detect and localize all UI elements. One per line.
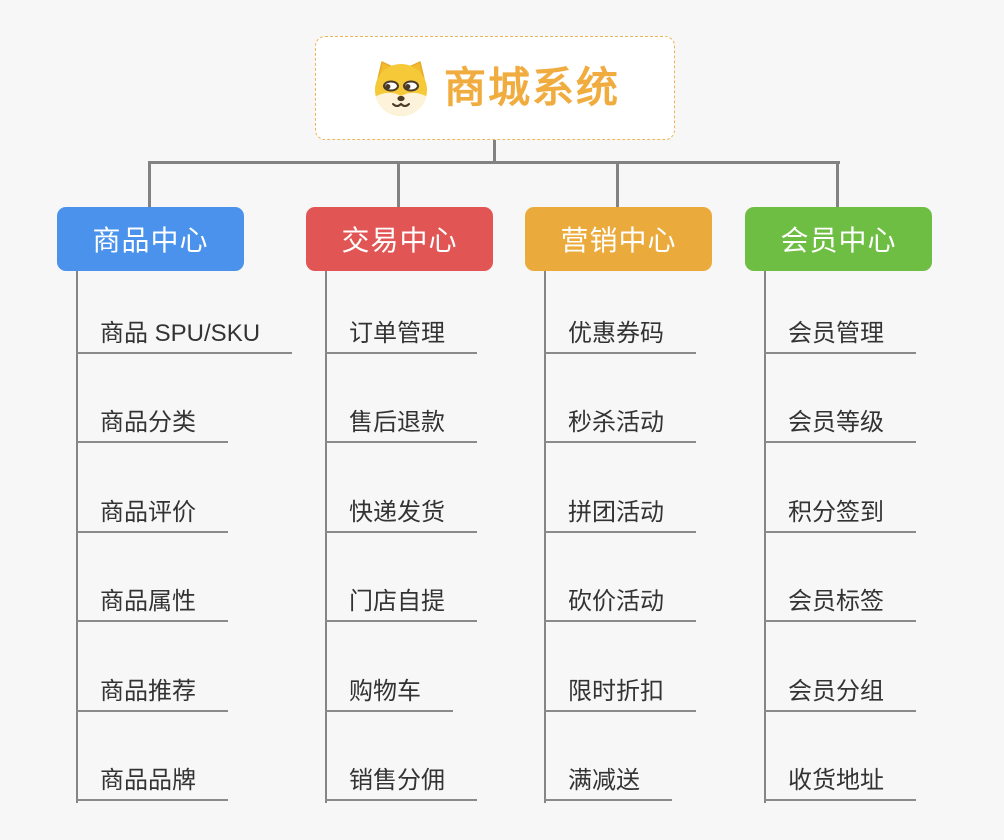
leaf-node[interactable]: 商品分类 bbox=[76, 399, 228, 443]
leaf-node[interactable]: 购物车 bbox=[325, 668, 453, 712]
leaf-node[interactable]: 限时折扣 bbox=[544, 668, 696, 712]
connector-root-drop bbox=[493, 140, 496, 164]
branch-node-transaction-center[interactable]: 交易中心 bbox=[306, 207, 493, 271]
leaf-node[interactable]: 优惠券码 bbox=[544, 310, 696, 354]
leaf-node[interactable]: 会员等级 bbox=[764, 399, 916, 443]
branch-label: 商品中心 bbox=[92, 225, 209, 256]
connector-spine-marketing-center bbox=[544, 271, 546, 803]
leaf-node[interactable]: 商品 SPU/SKU bbox=[76, 310, 293, 354]
connector-spine-member-center bbox=[764, 271, 766, 803]
leaf-label: 商品分类 bbox=[100, 409, 196, 436]
branch-column-marketing-center: 营销中心优惠券码秒杀活动拼团活动砍价活动限时折扣满减送 bbox=[525, 207, 770, 840]
leaf-label: 限时折扣 bbox=[568, 678, 664, 705]
leaf-node[interactable]: 会员分组 bbox=[764, 668, 916, 712]
connector-spine-product-center bbox=[76, 271, 78, 803]
leaf-label: 快递发货 bbox=[349, 499, 445, 526]
leaf-label: 优惠券码 bbox=[568, 320, 664, 347]
root-title: 商城系统 bbox=[443, 64, 620, 111]
leaf-label: 积分签到 bbox=[788, 499, 884, 526]
connector-drop-marketing-center bbox=[616, 161, 619, 207]
leaf-node[interactable]: 会员标签 bbox=[764, 578, 916, 622]
leaf-label: 门店自提 bbox=[349, 588, 445, 615]
connector-drop-member-center bbox=[836, 161, 839, 207]
leaf-node[interactable]: 积分签到 bbox=[764, 489, 916, 533]
leaf-label: 收货地址 bbox=[788, 767, 884, 794]
leaf-node[interactable]: 商品推荐 bbox=[76, 668, 228, 712]
leaf-label: 订单管理 bbox=[349, 320, 445, 347]
leaf-node[interactable]: 商品评价 bbox=[76, 489, 228, 533]
connector-drop-transaction-center bbox=[397, 161, 400, 207]
connector-drop-product-center bbox=[148, 161, 151, 207]
dog-face-icon bbox=[370, 59, 432, 117]
branch-node-member-center[interactable]: 会员中心 bbox=[745, 207, 932, 271]
connector-spine-transaction-center bbox=[325, 271, 327, 803]
branch-label: 营销中心 bbox=[560, 225, 677, 256]
leaf-label: 会员标签 bbox=[788, 588, 884, 615]
leaf-node[interactable]: 订单管理 bbox=[325, 310, 477, 354]
leaf-node[interactable]: 门店自提 bbox=[325, 578, 477, 622]
branch-column-member-center: 会员中心会员管理会员等级积分签到会员标签会员分组收货地址 bbox=[745, 207, 990, 840]
leaf-label: 销售分佣 bbox=[349, 767, 445, 794]
branch-label: 会员中心 bbox=[780, 225, 897, 256]
branch-label: 交易中心 bbox=[341, 225, 458, 256]
leaf-label: 商品 SPU/SKU bbox=[100, 320, 261, 347]
leaf-label: 会员管理 bbox=[788, 320, 884, 347]
leaf-label: 拼团活动 bbox=[568, 499, 664, 526]
leaf-label: 商品推荐 bbox=[100, 678, 196, 705]
leaf-node[interactable]: 售后退款 bbox=[325, 399, 477, 443]
leaf-node[interactable]: 销售分佣 bbox=[325, 757, 477, 801]
leaf-node[interactable]: 会员管理 bbox=[764, 310, 916, 354]
connector-horizontal bbox=[148, 161, 840, 164]
leaf-node[interactable]: 商品属性 bbox=[76, 578, 228, 622]
root-node[interactable]: 商城系统 bbox=[315, 36, 675, 140]
leaf-node[interactable]: 秒杀活动 bbox=[544, 399, 696, 443]
leaf-node[interactable]: 商品品牌 bbox=[76, 757, 228, 801]
leaf-node[interactable]: 收货地址 bbox=[764, 757, 916, 801]
leaf-node[interactable]: 满减送 bbox=[544, 757, 672, 801]
leaf-label: 售后退款 bbox=[349, 409, 445, 436]
leaf-node[interactable]: 砍价活动 bbox=[544, 578, 696, 622]
branch-node-marketing-center[interactable]: 营销中心 bbox=[525, 207, 712, 271]
branch-column-transaction-center: 交易中心订单管理售后退款快递发货门店自提购物车销售分佣 bbox=[306, 207, 551, 840]
leaf-label: 会员分组 bbox=[788, 678, 884, 705]
leaf-label: 商品评价 bbox=[100, 499, 196, 526]
leaf-node[interactable]: 拼团活动 bbox=[544, 489, 696, 533]
leaf-label: 购物车 bbox=[349, 678, 421, 705]
leaf-label: 秒杀活动 bbox=[568, 409, 664, 436]
leaf-node[interactable]: 快递发货 bbox=[325, 489, 477, 533]
leaf-label: 商品属性 bbox=[100, 588, 196, 615]
branch-node-product-center[interactable]: 商品中心 bbox=[57, 207, 244, 271]
leaf-label: 商品品牌 bbox=[100, 767, 196, 794]
leaf-label: 满减送 bbox=[568, 767, 640, 794]
leaf-label: 会员等级 bbox=[788, 409, 884, 436]
leaf-label: 砍价活动 bbox=[568, 588, 664, 615]
branch-column-product-center: 商品中心商品 SPU/SKU 商品分类商品评价商品属性商品推荐商品品牌 bbox=[57, 207, 302, 840]
